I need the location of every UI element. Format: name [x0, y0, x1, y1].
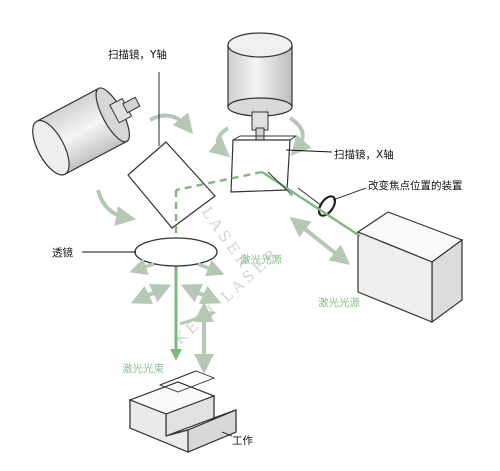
lens-motion-arrow-left-icon — [130, 283, 172, 305]
label-scan-mirror-y: 扫描镜，Y轴 — [108, 48, 167, 61]
focus-leader-arrow-upper-icon — [267, 171, 294, 197]
laser-source-box — [356, 211, 464, 324]
x-axis-galvo-motor — [227, 32, 293, 141]
leader-workpiece — [221, 431, 233, 437]
label-focus-device: 改变焦点位置的装置 — [368, 179, 463, 192]
y-rotation-arrow-top-icon — [149, 112, 194, 135]
label-lens: 透镜 — [52, 246, 73, 259]
label-laser-source-2: 激光光源 — [318, 296, 360, 309]
x-rotation-arrow-right-icon — [288, 116, 312, 156]
focus-leader-arrow-lower-icon — [297, 187, 323, 207]
focus-shift-device — [317, 195, 337, 217]
lens-motion-arrow-right-icon — [180, 283, 222, 305]
label-workpiece: 工作 — [232, 435, 253, 447]
label-laser-beam: 激光光束 — [122, 362, 164, 375]
focusing-lens — [134, 237, 218, 267]
workpiece-block — [128, 370, 237, 453]
y-rotation-arrow-bottom-icon — [96, 189, 136, 226]
leader-focus-device — [332, 187, 367, 201]
beam-spread-arrow-icon — [179, 309, 216, 326]
label-laser-source-1: 激光光源 — [240, 253, 282, 266]
lens-motion-arrow-top-right-icon — [197, 259, 225, 277]
label-scan-mirror-x: 扫描镜，X轴 — [334, 148, 394, 161]
y-axis-galvo-motor — [32, 87, 141, 176]
lens-motion-arrow-top-left-icon — [129, 258, 155, 275]
x-rotation-arrow-icon — [208, 126, 231, 158]
leader-x-mirror — [285, 149, 333, 153]
source-motion-arrow-icon — [289, 217, 351, 265]
x-axis-scan-mirror — [230, 135, 297, 193]
y-axis-scan-mirror — [127, 141, 216, 229]
